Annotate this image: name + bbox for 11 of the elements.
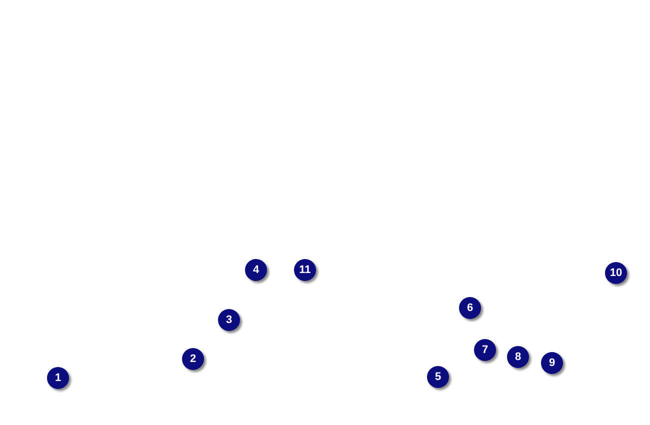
callout-number: 11 — [294, 259, 316, 281]
callout-number: 7 — [474, 339, 496, 361]
callout-number: 6 — [459, 297, 481, 319]
callout-number: 3 — [218, 309, 240, 331]
callout-number: 1 — [47, 367, 69, 389]
callout-number: 5 — [427, 366, 449, 388]
callout-number: 8 — [507, 346, 529, 368]
callout-number: 4 — [245, 259, 267, 281]
callout-number: 10 — [605, 262, 627, 284]
callout-number: 9 — [541, 352, 563, 374]
callout-number: 2 — [182, 348, 204, 370]
